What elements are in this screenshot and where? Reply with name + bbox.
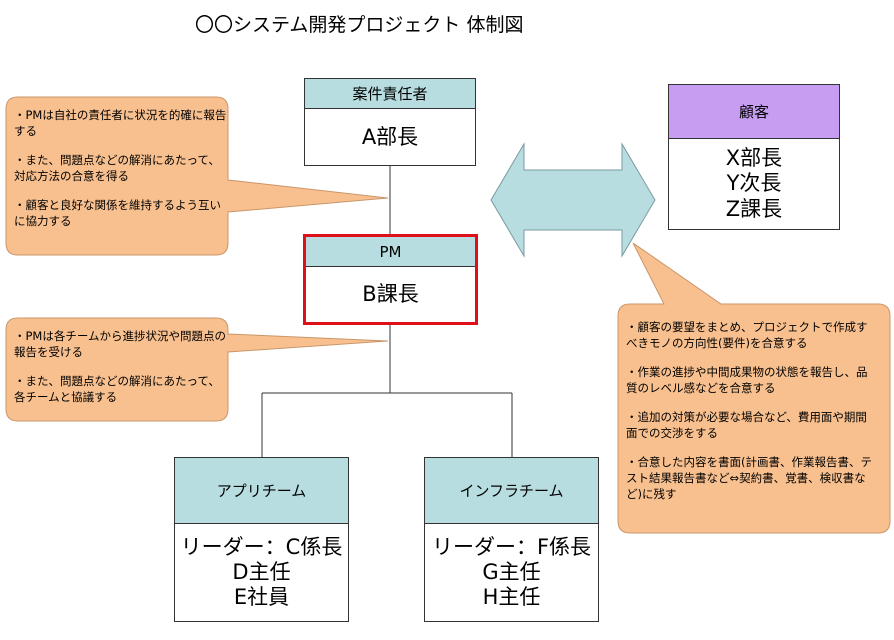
callout-line: ・作業の進捗や中間成果物の状態を報告し、品質のレベル感などを合意する xyxy=(626,365,868,395)
infra-team-member: リーダー：F係長 xyxy=(431,534,592,559)
infra-team-member: H主任 xyxy=(482,585,541,610)
client-header: 顧客 xyxy=(669,85,839,139)
client-body: X部長 Y次長 Z課長 xyxy=(669,139,839,229)
callout-line: ・PMは各チームから進捗状況や問題点の報告を受ける xyxy=(14,329,227,359)
app-team-body: リーダー：C係長 D主任 E社員 xyxy=(175,524,348,621)
infra-team-body: リーダー：F係長 G主任 H主任 xyxy=(425,524,598,621)
callout-bubble-top-left xyxy=(5,96,389,256)
callout-line: ・顧客と良好な関係を維持するよう互いに協力する xyxy=(14,198,221,228)
callout-line: ・顧客の要望をまとめ、プロジェクトで作成すべきモノの方向性(要件)を合意する xyxy=(626,320,868,350)
callout-text-top-left: ・PMは自社の責任者に状況を的確に報告する ・また、問題点などの解消にあたって、… xyxy=(14,107,229,242)
app-team-header: アプリチーム xyxy=(175,458,348,524)
app-team-member: D主任 xyxy=(232,559,291,584)
infra-team-box: インフラチーム リーダー：F係長 G主任 H主任 xyxy=(424,457,599,622)
app-team-member: リーダー：C係長 xyxy=(180,534,343,559)
callout-line: ・PMは自社の責任者に状況を的確に報告する xyxy=(14,108,227,138)
infra-team-member: G主任 xyxy=(482,559,541,584)
client-member: X部長 xyxy=(725,146,783,171)
callout-text-right: ・顧客の要望をまとめ、プロジェクトで作成すべきモノの方向性(要件)を合意する ・… xyxy=(626,319,876,515)
pm-box: PM B課長 xyxy=(303,234,478,325)
callout-line: ・また、問題点などの解消にあたって、対応方法の合意を得る xyxy=(14,153,220,183)
page-title: 〇〇システム開発プロジェクト 体制図 xyxy=(195,14,524,36)
app-team-member: E社員 xyxy=(233,585,290,610)
client-member: Z課長 xyxy=(725,196,783,221)
app-team-box: アプリチーム リーダー：C係長 D主任 E社員 xyxy=(174,457,349,622)
callout-line: ・また、問題点などの解消にあたって、各チームと協議する xyxy=(14,374,220,404)
responsible-body: A部長 xyxy=(305,109,475,166)
responsible-header: 案件責任者 xyxy=(305,79,475,109)
client-member: Y次長 xyxy=(726,171,782,196)
pm-name: B課長 xyxy=(362,281,419,306)
double-arrow-icon xyxy=(490,142,656,258)
responsible-box: 案件責任者 A部長 xyxy=(304,78,476,166)
client-box: 顧客 X部長 Y次長 Z課長 xyxy=(668,84,840,230)
pm-body: B課長 xyxy=(306,267,475,322)
callout-bubble-bottom-left xyxy=(5,317,389,422)
callout-text-bottom-left: ・PMは各チームから進捗状況や問題点の報告を受ける ・また、問題点などの解消にあ… xyxy=(14,328,229,418)
callout-line: ・合意した内容を書面(計画書、作業報告書、テスト結果報告書など⇔契約書、覚書、検… xyxy=(626,455,872,501)
pm-header: PM xyxy=(306,237,475,267)
callout-bubble-right xyxy=(617,242,891,534)
responsible-name: A部長 xyxy=(361,124,419,149)
infra-team-header: インフラチーム xyxy=(425,458,598,524)
callout-line: ・追加の対策が必要な場合など、費用面や期間面での交渉をする xyxy=(626,410,867,440)
